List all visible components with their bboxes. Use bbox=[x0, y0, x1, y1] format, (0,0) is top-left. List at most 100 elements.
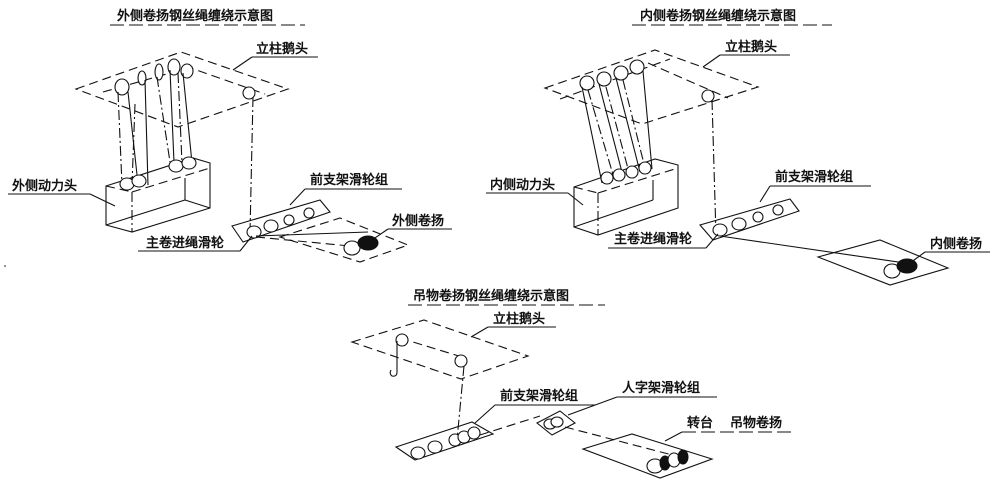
inner-front-pulley bbox=[731, 217, 747, 231]
hoist-front-pulley-bracket bbox=[394, 421, 495, 461]
inner-front-pulley-group-label: 前支架滑轮组 bbox=[775, 169, 853, 185]
hoist-winch-diagram: 吊物卷扬钢丝绳缠绕示意图 立柱鹅头 前支架滑轮组 人字架滑轮组 转台 bbox=[350, 288, 795, 479]
outer-top-pulley bbox=[114, 78, 130, 96]
outer-mast-head-leader bbox=[232, 56, 253, 71]
outer-top-pulley bbox=[180, 63, 194, 79]
outer-top-pulley bbox=[154, 63, 164, 81]
hoist-top-pulley bbox=[395, 333, 409, 347]
inner-mast-end-pulley bbox=[701, 89, 715, 103]
inner-power-head-leader bbox=[567, 192, 584, 206]
inner-box-edge bbox=[573, 199, 654, 228]
outer-rope-fall bbox=[127, 91, 139, 185]
outer-mast-head-label: 立柱鹅头 bbox=[256, 41, 308, 57]
inner-rope-fall bbox=[615, 77, 641, 173]
inner-top-pulley bbox=[629, 59, 645, 75]
inner-rope-fall bbox=[642, 70, 653, 170]
inner-front-pulley bbox=[752, 211, 764, 223]
hoist-hook bbox=[389, 341, 398, 377]
outer-rope-fall bbox=[182, 72, 193, 164]
inner-mast-head-label: 立柱鹅头 bbox=[725, 39, 777, 55]
inner-top-pulley bbox=[596, 71, 612, 87]
hoist-front-pulley bbox=[467, 426, 481, 440]
outer-box-edge bbox=[105, 199, 186, 226]
outer-top-pulley bbox=[167, 58, 181, 76]
inner-top-pulley bbox=[613, 65, 629, 81]
hoist-mast-head-leader bbox=[470, 326, 489, 338]
inner-winch-label: 内侧卷扬 bbox=[930, 236, 982, 252]
inner-rope-to-entry-pulley bbox=[711, 99, 717, 236]
inner-winch-leader bbox=[909, 251, 926, 264]
hoist-front-pulley bbox=[410, 446, 426, 460]
hoist-mast-head-label: 立柱鹅头 bbox=[493, 311, 545, 327]
inner-power-head-pulley bbox=[638, 161, 652, 175]
outer-rope-to-winch bbox=[255, 231, 369, 237]
inner-front-pulley-bracket bbox=[699, 198, 800, 241]
inner-power-head-pulley bbox=[600, 171, 614, 185]
inner-box-edge bbox=[573, 186, 599, 194]
outer-winch-plate bbox=[278, 217, 410, 263]
outer-box-edge bbox=[184, 199, 211, 209]
outer-front-pulley bbox=[246, 225, 262, 239]
outer-front-pulley bbox=[303, 207, 315, 219]
outer-winch-drum-end bbox=[343, 240, 361, 256]
inner-diagram-title: 内侧卷扬钢丝绳缠绕示意图 bbox=[640, 8, 796, 24]
outer-power-head-pulley bbox=[168, 159, 184, 173]
inner-rope-fall bbox=[605, 86, 631, 177]
inner-rope-to-winch bbox=[719, 235, 906, 264]
hoist-rope-to-winch bbox=[564, 426, 681, 458]
outer-power-head-pulley bbox=[181, 156, 197, 170]
hoist-front-pulley-leader bbox=[474, 404, 496, 424]
hoist-rope-to-a-frame bbox=[479, 415, 541, 436]
inner-power-head-pulley bbox=[625, 165, 639, 179]
inner-rope-fall bbox=[622, 79, 647, 173]
stray-mark bbox=[4, 265, 6, 267]
inner-mast-head-plane bbox=[543, 49, 760, 125]
outer-rope-fall bbox=[177, 72, 183, 164]
outer-power-head-pulley bbox=[131, 174, 147, 188]
inner-power-head-label: 内侧动力头 bbox=[490, 177, 555, 193]
outer-diagram-title: 外侧卷扬钢丝绳缠绕示意图 bbox=[116, 8, 273, 24]
hoist-turntable-label: 转台 bbox=[687, 415, 713, 431]
hoist-mast-head-plane bbox=[350, 319, 530, 380]
inner-mast-head-leader bbox=[702, 54, 721, 68]
outer-rope-fall bbox=[131, 103, 136, 186]
hoist-mast-head-rail bbox=[399, 337, 463, 358]
outer-winch-leader bbox=[371, 228, 389, 241]
inner-rope-fall bbox=[598, 83, 624, 177]
inner-front-pulley-leader bbox=[759, 185, 771, 203]
hoist-a-frame-leader bbox=[567, 396, 618, 416]
outer-front-pulley-leader bbox=[289, 188, 306, 206]
inner-top-pulley bbox=[579, 75, 595, 91]
outer-power-head-label: 外侧动力头 bbox=[11, 178, 77, 194]
inner-power-head-pulley bbox=[612, 168, 626, 182]
outer-rope-fall bbox=[117, 91, 123, 186]
hoist-a-frame-pulley-bracket bbox=[535, 410, 577, 436]
outer-rope-to-winch bbox=[255, 236, 351, 247]
inner-rope-fall bbox=[581, 86, 603, 184]
outer-rope-fall bbox=[144, 79, 149, 186]
outer-mast-head-plane bbox=[74, 51, 290, 128]
inner-entry-pulley-leader bbox=[705, 233, 719, 249]
outer-power-head-leader bbox=[89, 193, 116, 207]
inner-front-pulley bbox=[712, 223, 728, 237]
outer-front-pulley-group-label: 前支架滑轮组 bbox=[310, 172, 388, 188]
outer-rope-fall bbox=[169, 69, 175, 163]
outer-front-pulley bbox=[263, 219, 279, 233]
inner-front-pulley bbox=[772, 204, 784, 216]
outer-main-entry-pulley-label: 主卷进绳滑轮 bbox=[146, 235, 224, 251]
outer-entry-pulley-leader bbox=[239, 235, 253, 252]
hoist-turntable-plate bbox=[581, 433, 714, 479]
hoist-winch-drum-flange bbox=[677, 449, 689, 465]
inner-mast-head-axle bbox=[559, 58, 671, 100]
outer-rope-to-entry-pulley bbox=[249, 96, 254, 233]
hoist-diagram-title: 吊物卷扬钢丝绳缠绕示意图 bbox=[413, 288, 569, 304]
inner-rope-fall bbox=[587, 89, 615, 179]
outer-mast-end-pulley bbox=[242, 86, 256, 100]
inner-winch-drum bbox=[896, 258, 918, 274]
inner-main-entry-pulley-label: 主卷进绳滑轮 bbox=[614, 231, 692, 247]
outer-front-pulley-bracket bbox=[231, 199, 331, 243]
hoist-winch-label: 吊物卷扬 bbox=[730, 415, 782, 431]
inner-mast-head-rail bbox=[647, 62, 729, 99]
hoist-rope-fall bbox=[456, 365, 465, 441]
